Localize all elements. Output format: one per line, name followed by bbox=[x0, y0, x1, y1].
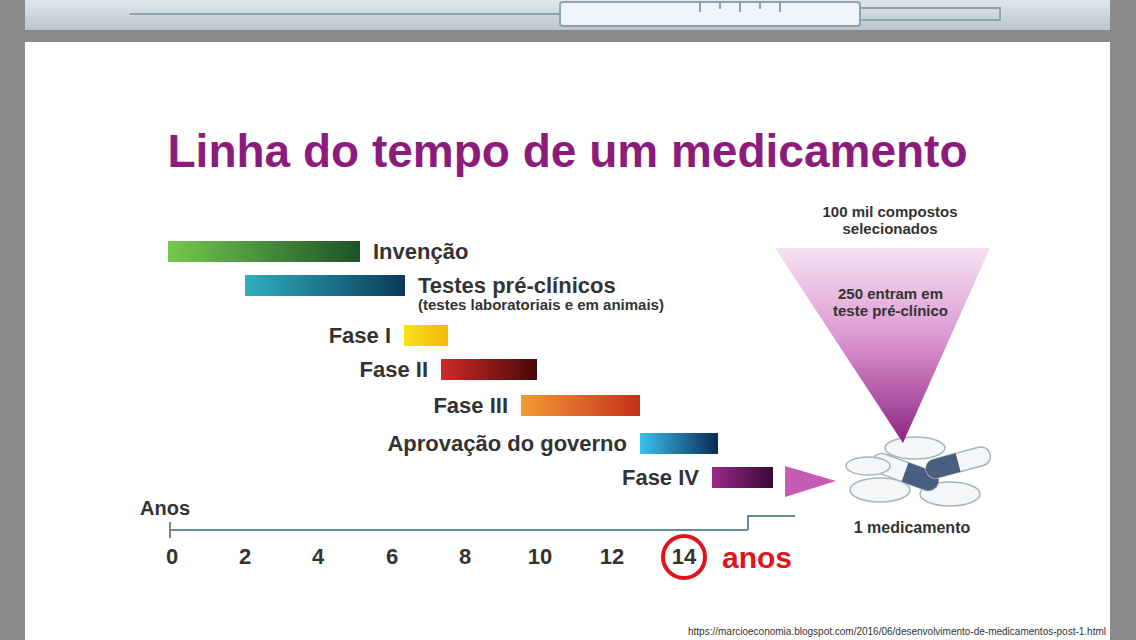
phase-bar bbox=[441, 359, 537, 380]
phase-bar bbox=[712, 467, 773, 488]
bar-label: Fase I bbox=[329, 325, 391, 346]
result-caption: 1 medicamento bbox=[854, 518, 970, 537]
funnel-text: 250 entram em teste pré-clínico bbox=[828, 285, 953, 319]
bar-label: Fase II bbox=[360, 359, 428, 380]
syringe-picture bbox=[130, 2, 1000, 26]
source-url: https://marcioeconomia.blogspot.com/2016… bbox=[688, 626, 1106, 638]
axis-tick-label: 8 bbox=[459, 544, 471, 570]
bar-label: Testes pré-clínicos bbox=[418, 275, 664, 296]
bar-label-group: Testes pré-clínicos(testes laboratoriais… bbox=[418, 275, 664, 314]
bar-sublabel: (testes laboratoriais e em animais) bbox=[418, 296, 664, 314]
selection-funnel: 100 mil compostos selecionados 250 entram… bbox=[765, 203, 1015, 448]
axis-tick-label: 14 bbox=[672, 544, 696, 570]
axis-tick-label: 2 bbox=[239, 544, 251, 570]
bar-label-group: Aprovação do governo bbox=[387, 433, 627, 454]
phase-bar bbox=[404, 325, 448, 346]
time-axis bbox=[170, 516, 795, 538]
bar-label-group: Fase I bbox=[329, 325, 391, 346]
timeline-bar: Aprovação do governo bbox=[387, 433, 718, 454]
timeline-bar: Fase III bbox=[433, 395, 640, 416]
axis-tick-label: 6 bbox=[386, 544, 398, 570]
axis-title: Anos bbox=[140, 496, 190, 520]
axis-tick-label: 0 bbox=[166, 544, 178, 570]
bar-label-group: Fase III bbox=[433, 395, 508, 416]
funnel-shape bbox=[765, 203, 1015, 448]
pointer-arrow bbox=[785, 466, 836, 497]
total-years-note: anos bbox=[722, 541, 792, 575]
timeline-bar: Testes pré-clínicos(testes laboratoriais… bbox=[245, 275, 664, 314]
bar-label-group: Fase IV bbox=[622, 467, 699, 488]
diagram-title: Linha do tempo de um medicamento bbox=[25, 124, 1110, 178]
timeline-bar: Fase IV bbox=[622, 467, 773, 488]
timeline-bar: Fase II bbox=[360, 359, 537, 380]
axis-tick-label: 4 bbox=[312, 544, 324, 570]
top-strip bbox=[25, 0, 1110, 30]
phase-bar bbox=[640, 433, 718, 454]
bar-label: Fase IV bbox=[622, 467, 699, 488]
axis-tick-label: 10 bbox=[528, 544, 552, 570]
funnel-triangle bbox=[775, 248, 990, 443]
phase-bar bbox=[521, 395, 640, 416]
pills-picture bbox=[846, 437, 992, 506]
bar-label-group: Invenção bbox=[373, 241, 468, 262]
bar-label: Invenção bbox=[373, 241, 468, 262]
bar-label-group: Fase II bbox=[360, 359, 428, 380]
phase-bar bbox=[168, 241, 360, 262]
bar-label: Fase III bbox=[433, 395, 508, 416]
funnel-heading: 100 mil compostos selecionados bbox=[800, 203, 980, 237]
phase-bar bbox=[245, 275, 405, 296]
timeline-bar: Fase I bbox=[329, 325, 448, 346]
white-panel bbox=[25, 42, 1110, 640]
timeline-bar: Invenção bbox=[168, 241, 468, 262]
bar-label: Aprovação do governo bbox=[387, 433, 627, 454]
axis-tick-label: 12 bbox=[600, 544, 624, 570]
highlight-circle bbox=[663, 536, 705, 578]
